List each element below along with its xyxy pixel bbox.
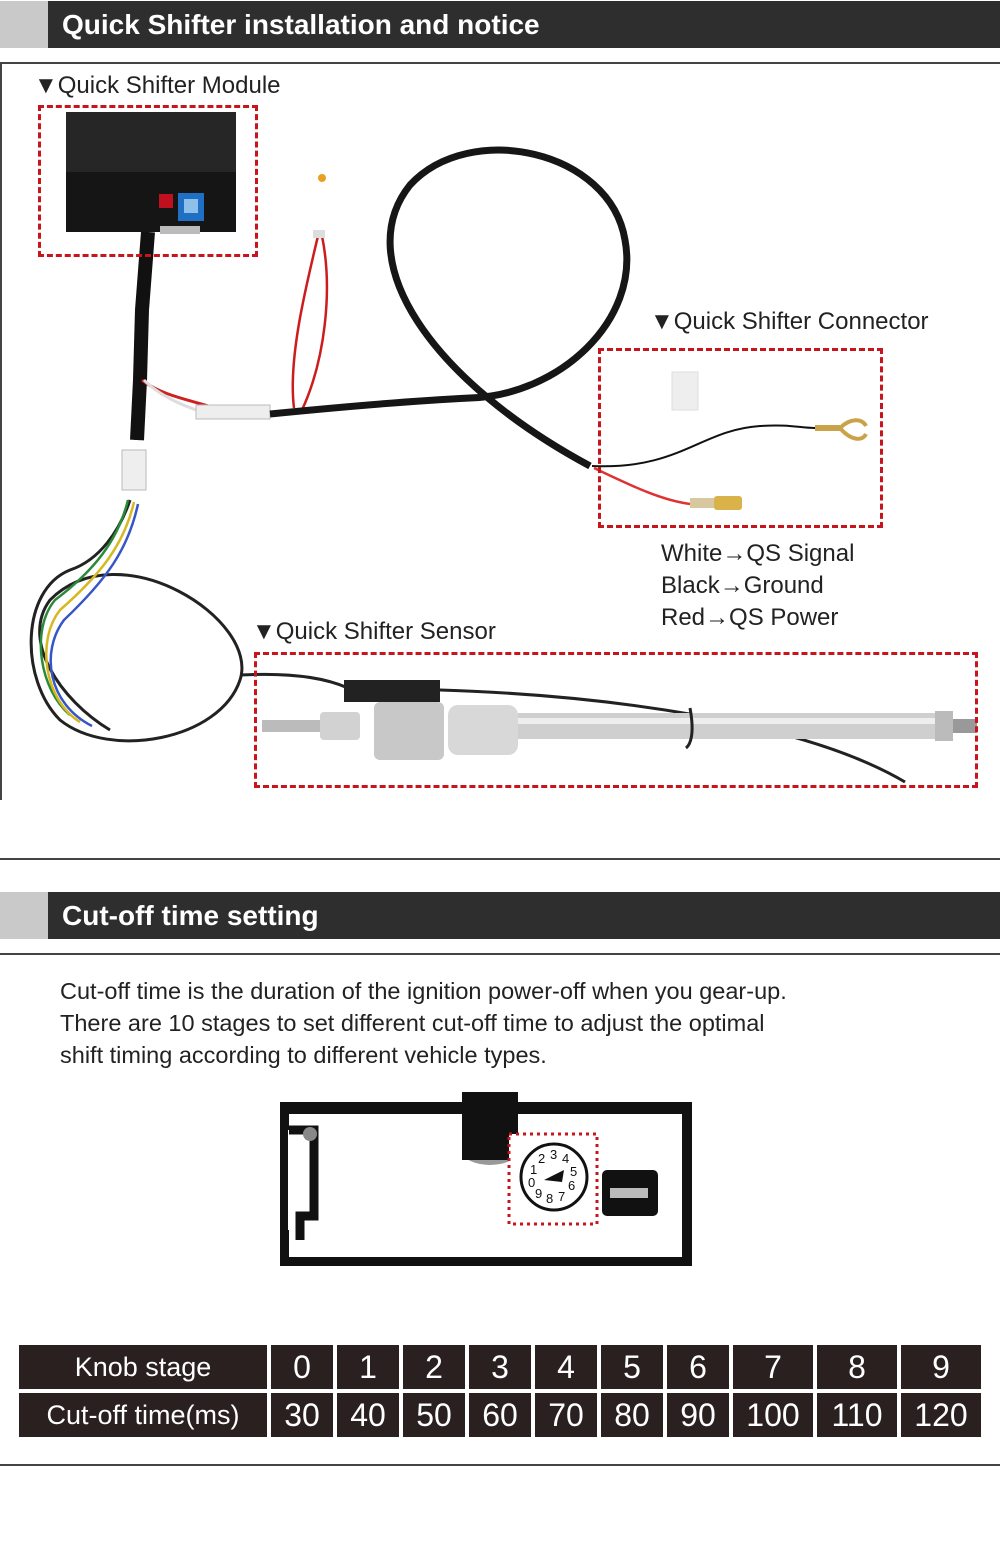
time-cell: 110 bbox=[817, 1393, 897, 1437]
dial-number: 9 bbox=[535, 1186, 542, 1201]
wire-red: Red→QS Power bbox=[661, 604, 839, 631]
time-cell: 100 bbox=[733, 1393, 813, 1437]
sensor-label: ▼Quick Shifter Sensor bbox=[252, 618, 496, 645]
stage-cell: 6 bbox=[667, 1345, 729, 1389]
wire-white: White→QS Signal bbox=[661, 540, 855, 567]
dial-number: 3 bbox=[550, 1147, 557, 1162]
section-header-installation: Quick Shifter installation and notice bbox=[0, 1, 1000, 48]
time-cell: 70 bbox=[535, 1393, 597, 1437]
stage-dial: 0 1 2 3 4 5 6 7 8 9 bbox=[528, 1147, 577, 1206]
stage-cell: 9 bbox=[901, 1345, 981, 1389]
table-row-time: Cut-off time(ms) 30 40 50 60 70 80 90 10… bbox=[19, 1393, 981, 1437]
section-title-cutoff: Cut-off time setting bbox=[62, 900, 319, 931]
stage-cell: 1 bbox=[337, 1345, 399, 1389]
dial-number: 4 bbox=[562, 1151, 569, 1166]
connector-highlight-box bbox=[598, 348, 883, 528]
stage-cell: 3 bbox=[469, 1345, 531, 1389]
description-line: Cut-off time is the duration of the igni… bbox=[60, 978, 787, 1004]
time-cell: 40 bbox=[337, 1393, 399, 1437]
dial-number: 1 bbox=[530, 1162, 537, 1177]
stage-cell: 7 bbox=[733, 1345, 813, 1389]
dial-pointer bbox=[544, 1170, 564, 1182]
divider-top bbox=[0, 62, 1000, 64]
header-tab bbox=[0, 1, 48, 48]
dial-number: 0 bbox=[528, 1175, 535, 1190]
dial-number: 8 bbox=[546, 1191, 553, 1206]
stage-cell: 2 bbox=[403, 1345, 465, 1389]
wire-black: Black→Ground bbox=[661, 572, 824, 599]
installation-diagram bbox=[0, 64, 977, 800]
stage-cell: 5 bbox=[601, 1345, 663, 1389]
sensor-rod-illustration bbox=[262, 680, 977, 760]
module-box-illustration bbox=[66, 112, 236, 234]
description-line: There are 10 stages to set different cut… bbox=[60, 1010, 765, 1036]
time-cell: 90 bbox=[667, 1393, 729, 1437]
connector-label: ▼Quick Shifter Connector bbox=[650, 308, 929, 335]
time-cell: 120 bbox=[901, 1393, 981, 1437]
cutoff-table: Knob stage 0 1 2 3 4 5 6 7 8 9 Cut-off t… bbox=[15, 1341, 985, 1441]
dial-number: 7 bbox=[558, 1189, 565, 1204]
cutoff-description: Cut-off time is the duration of the igni… bbox=[60, 975, 960, 1071]
module-board-diagram: 0 1 2 3 4 5 6 7 8 9 bbox=[280, 1092, 692, 1266]
header-tab bbox=[0, 892, 48, 939]
module-highlight-box bbox=[38, 105, 258, 257]
time-cell: 60 bbox=[469, 1393, 531, 1437]
stage-cell: 4 bbox=[535, 1345, 597, 1389]
dial-number: 2 bbox=[538, 1151, 545, 1166]
stage-cell: 0 bbox=[271, 1345, 333, 1389]
divider-section1-bottom bbox=[0, 858, 1000, 860]
dial-number: 5 bbox=[570, 1164, 577, 1179]
row-header-time: Cut-off time(ms) bbox=[19, 1393, 267, 1437]
module-label: ▼Quick Shifter Module bbox=[34, 72, 281, 99]
divider-section2 bbox=[0, 953, 1000, 955]
time-cell: 80 bbox=[601, 1393, 663, 1437]
description-line: shift timing according to different vehi… bbox=[60, 1042, 547, 1068]
section-title-installation: Quick Shifter installation and notice bbox=[62, 9, 540, 40]
stage-cell: 8 bbox=[817, 1345, 897, 1389]
time-cell: 50 bbox=[403, 1393, 465, 1437]
divider-bottom bbox=[0, 1464, 1000, 1466]
section-header-cutoff: Cut-off time setting bbox=[0, 892, 1000, 939]
table-row-stage: Knob stage 0 1 2 3 4 5 6 7 8 9 bbox=[19, 1345, 981, 1389]
time-cell: 30 bbox=[271, 1393, 333, 1437]
row-header-stage: Knob stage bbox=[19, 1345, 267, 1389]
dial-number: 6 bbox=[568, 1178, 575, 1193]
sensor-highlight-box bbox=[254, 652, 978, 788]
